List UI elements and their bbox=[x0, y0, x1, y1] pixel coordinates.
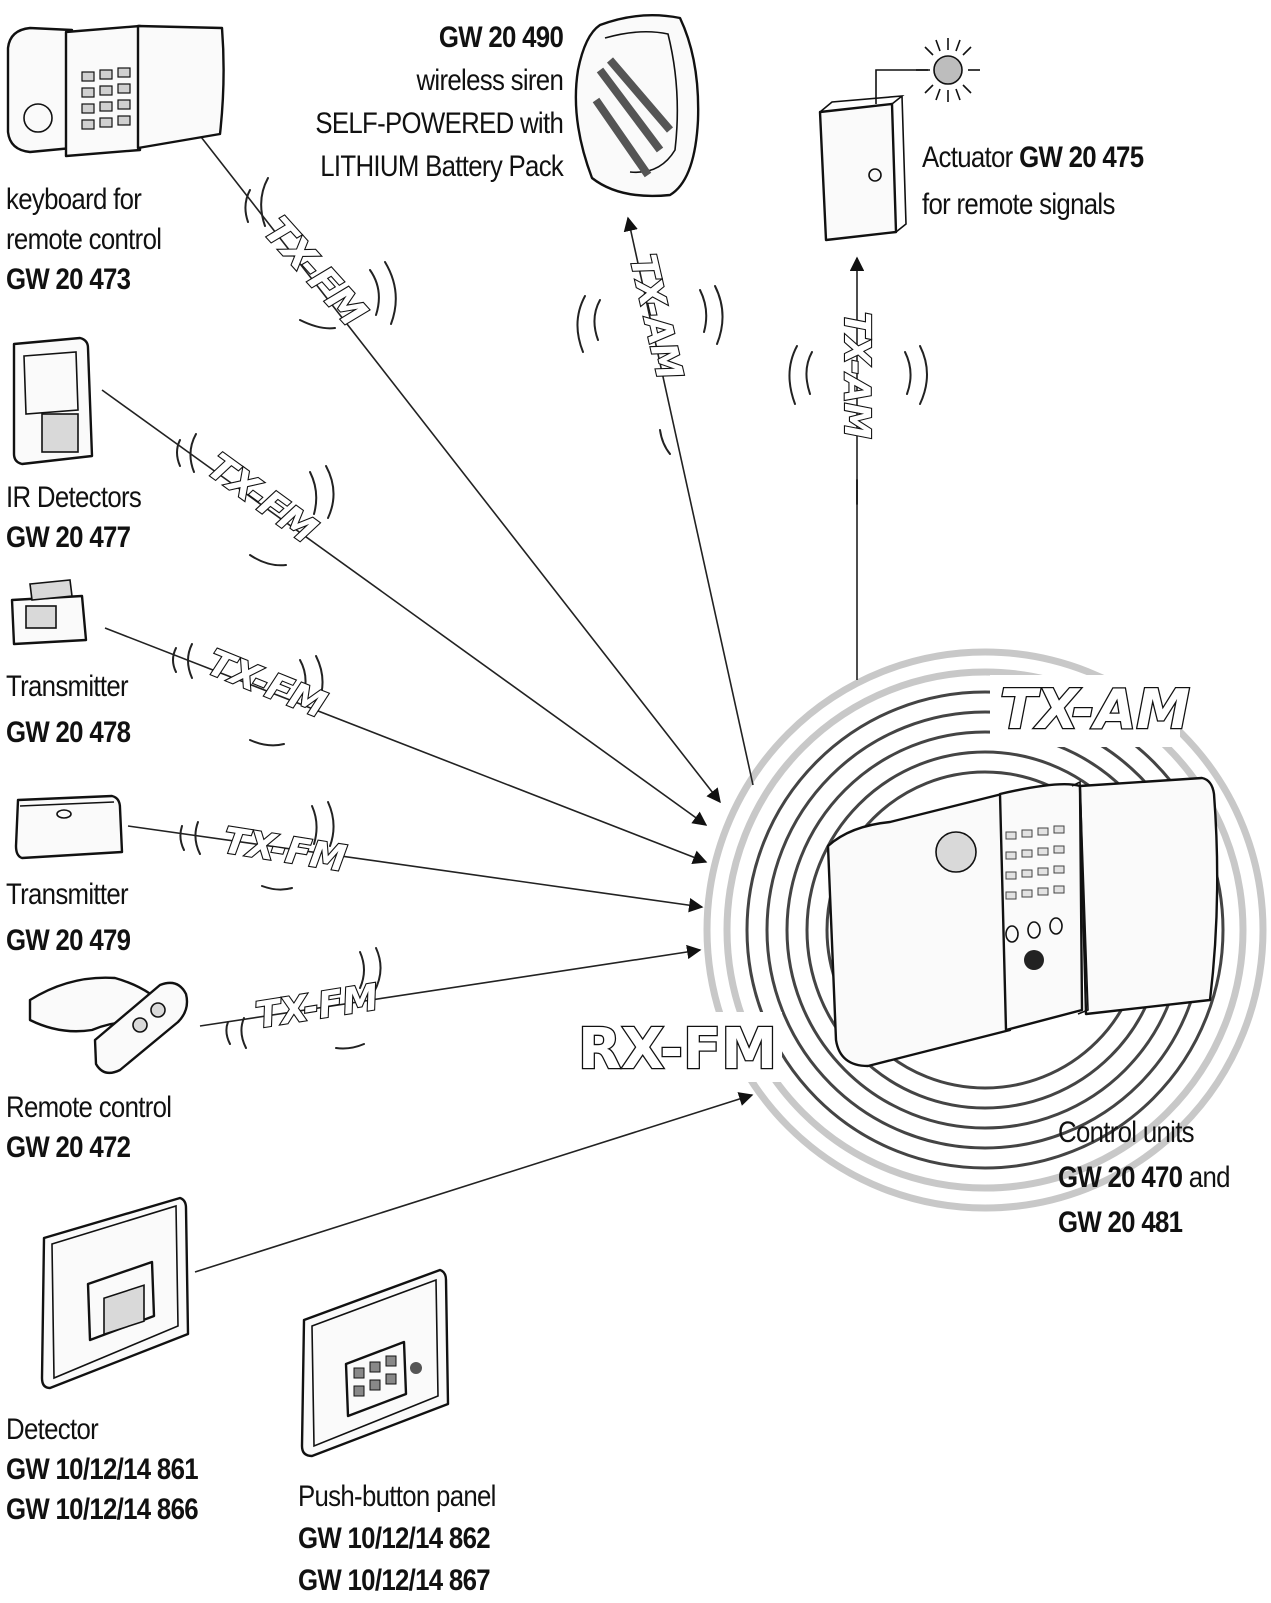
label-actuator: Actuator GW 20 475 for remote signals bbox=[922, 134, 1144, 228]
link-siren bbox=[623, 216, 754, 786]
detector-line1: Detector bbox=[6, 1413, 99, 1446]
label-transmitter-a: Transmitter GW 20 478 bbox=[6, 664, 131, 756]
label-control-units: Control units GW 20 470 and GW 20 481 bbox=[1058, 1110, 1230, 1245]
radio-waves bbox=[172, 177, 928, 1050]
push-button-panel-code1: GW 10/12/14 862 bbox=[298, 1522, 491, 1555]
transmitter-b-code: GW 20 479 bbox=[6, 924, 131, 957]
keyboard-line2: remote control bbox=[6, 223, 162, 256]
label-remote-control: Remote control GW 20 472 bbox=[6, 1088, 172, 1168]
control-unit-illustration bbox=[826, 776, 1219, 1068]
label-transmitter-b: Transmitter GW 20 479 bbox=[6, 872, 131, 964]
siren-line3: LITHIUM Battery Pack bbox=[320, 150, 564, 183]
link-transmitter-b bbox=[127, 825, 704, 913]
transmitter-a-line1: Transmitter bbox=[6, 670, 129, 703]
signal-transmitter-a: TX-FM bbox=[202, 642, 332, 726]
control-unit-tx-label-bg bbox=[990, 675, 1180, 747]
actuator-illustration bbox=[818, 38, 980, 242]
actuator-code: GW 20 475 bbox=[1019, 141, 1144, 174]
actuator-prefix: Actuator bbox=[922, 141, 1013, 174]
siren-line1: wireless siren bbox=[416, 64, 563, 97]
label-siren: GW 20 490 wireless siren SELF-POWERED wi… bbox=[315, 16, 563, 188]
remote-control-code: GW 20 472 bbox=[6, 1131, 131, 1164]
detector-code1: GW 10/12/14 861 bbox=[6, 1453, 199, 1486]
keyboard-illustration bbox=[6, 24, 225, 158]
transmitter-b-illustration bbox=[14, 794, 124, 860]
transmission-lines bbox=[101, 109, 865, 1273]
label-keyboard: keyboard for remote control GW 20 473 bbox=[6, 180, 162, 300]
detector-illustration bbox=[40, 1196, 190, 1390]
label-detector: Detector GW 10/12/14 861 GW 10/12/14 866 bbox=[6, 1410, 199, 1530]
signal-ir-detector: TX-FM bbox=[200, 446, 324, 552]
remote-control-line1: Remote control bbox=[6, 1091, 172, 1124]
transmitter-a-illustration bbox=[10, 579, 88, 646]
ir-detectors-code: GW 20 477 bbox=[6, 521, 131, 554]
keyboard-line1: keyboard for bbox=[6, 183, 142, 216]
siren-line2: SELF-POWERED with bbox=[315, 107, 563, 140]
link-remote-control bbox=[199, 944, 702, 1027]
push-button-panel-illustration bbox=[300, 1268, 450, 1458]
keyboard-code: GW 20 473 bbox=[6, 263, 131, 296]
signal-control-unit-rx: RX-FM bbox=[578, 1017, 777, 1082]
control-units-joiner: and bbox=[1188, 1161, 1231, 1194]
link-ir-detector bbox=[101, 389, 708, 826]
transmitter-a-code: GW 20 478 bbox=[6, 716, 131, 749]
siren-illustration bbox=[574, 14, 700, 198]
signal-keyboard: TX-FM bbox=[255, 209, 375, 335]
control-units-line1: Control units bbox=[1058, 1116, 1195, 1149]
actuator-line2: for remote signals bbox=[922, 188, 1115, 221]
label-push-button-panel: Push-button panel GW 10/12/14 862 GW 10/… bbox=[298, 1476, 496, 1602]
link-keyboard bbox=[179, 109, 721, 804]
control-units-code1: GW 20 470 bbox=[1058, 1161, 1183, 1194]
signal-actuator: TX-AM bbox=[836, 312, 877, 439]
signal-transmitter-b: TX-FM bbox=[221, 820, 349, 880]
control-units-code2: GW 20 481 bbox=[1058, 1206, 1183, 1239]
link-detector bbox=[194, 1092, 754, 1273]
signal-siren: TX-AM bbox=[621, 251, 689, 384]
siren-code: GW 20 490 bbox=[438, 21, 564, 54]
signal-remote-control: TX-FM bbox=[253, 977, 381, 1037]
ir-detector-illustration bbox=[12, 336, 94, 466]
control-unit-rx-label-bg bbox=[570, 1012, 782, 1082]
push-button-panel-line1: Push-button panel bbox=[298, 1480, 496, 1513]
signal-control-unit-tx: TX-AM bbox=[1000, 678, 1190, 741]
remote-control-illustration bbox=[28, 976, 189, 1075]
detector-code2: GW 10/12/14 866 bbox=[6, 1493, 199, 1526]
label-ir-detectors: IR Detectors GW 20 477 bbox=[6, 478, 142, 558]
link-transmitter-a bbox=[104, 627, 708, 865]
ir-detectors-line1: IR Detectors bbox=[6, 481, 142, 514]
transmitter-b-line1: Transmitter bbox=[6, 878, 129, 911]
push-button-panel-code2: GW 10/12/14 867 bbox=[298, 1564, 491, 1597]
